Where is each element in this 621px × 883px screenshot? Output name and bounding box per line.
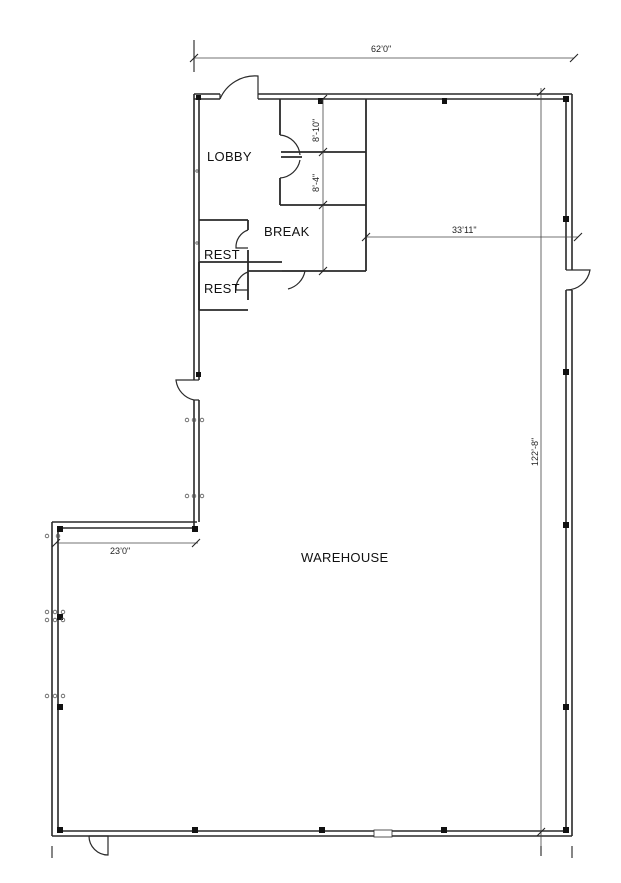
exterior-walls xyxy=(51,93,573,837)
room-label-warehouse: WAREHOUSE xyxy=(301,550,388,565)
rest-door-1-icon xyxy=(235,229,249,249)
dimension-lines xyxy=(51,40,583,858)
break-door-icon xyxy=(282,270,306,290)
dim-label-office-1: 8’-10" xyxy=(311,119,321,142)
dim-label-wing-width: 23’0" xyxy=(110,546,130,556)
room-labels: LOBBY BREAK REST REST WAREHOUSE xyxy=(204,149,388,565)
office-door-1-icon xyxy=(279,134,301,156)
dim-label-overall-width: 62’0" xyxy=(371,44,391,54)
room-label-lobby: LOBBY xyxy=(207,149,252,164)
columns xyxy=(57,95,569,833)
doors xyxy=(88,75,591,856)
side-door-right-icon xyxy=(565,269,591,291)
room-label-rest-2: REST xyxy=(204,281,240,296)
entry-door-icon xyxy=(219,75,259,100)
dim-label-office-depth: 33’11" xyxy=(452,225,477,235)
office-door-2-icon xyxy=(279,159,301,179)
side-door-left-icon xyxy=(175,379,199,401)
fixtures xyxy=(44,169,205,699)
interior-partitions xyxy=(198,99,367,311)
dim-label-building-depth: 122’-8" xyxy=(530,438,540,466)
room-label-rest-1: REST xyxy=(204,247,240,262)
rest-door-2-icon xyxy=(235,271,249,291)
bottom-door-icon xyxy=(88,835,109,856)
dimension-labels: 62’0" 33’11" 23’0" 122’-8" 8’-10" 8’-4" xyxy=(110,44,540,556)
room-label-break: BREAK xyxy=(264,224,310,239)
dim-label-office-2: 8’-4" xyxy=(311,174,321,192)
